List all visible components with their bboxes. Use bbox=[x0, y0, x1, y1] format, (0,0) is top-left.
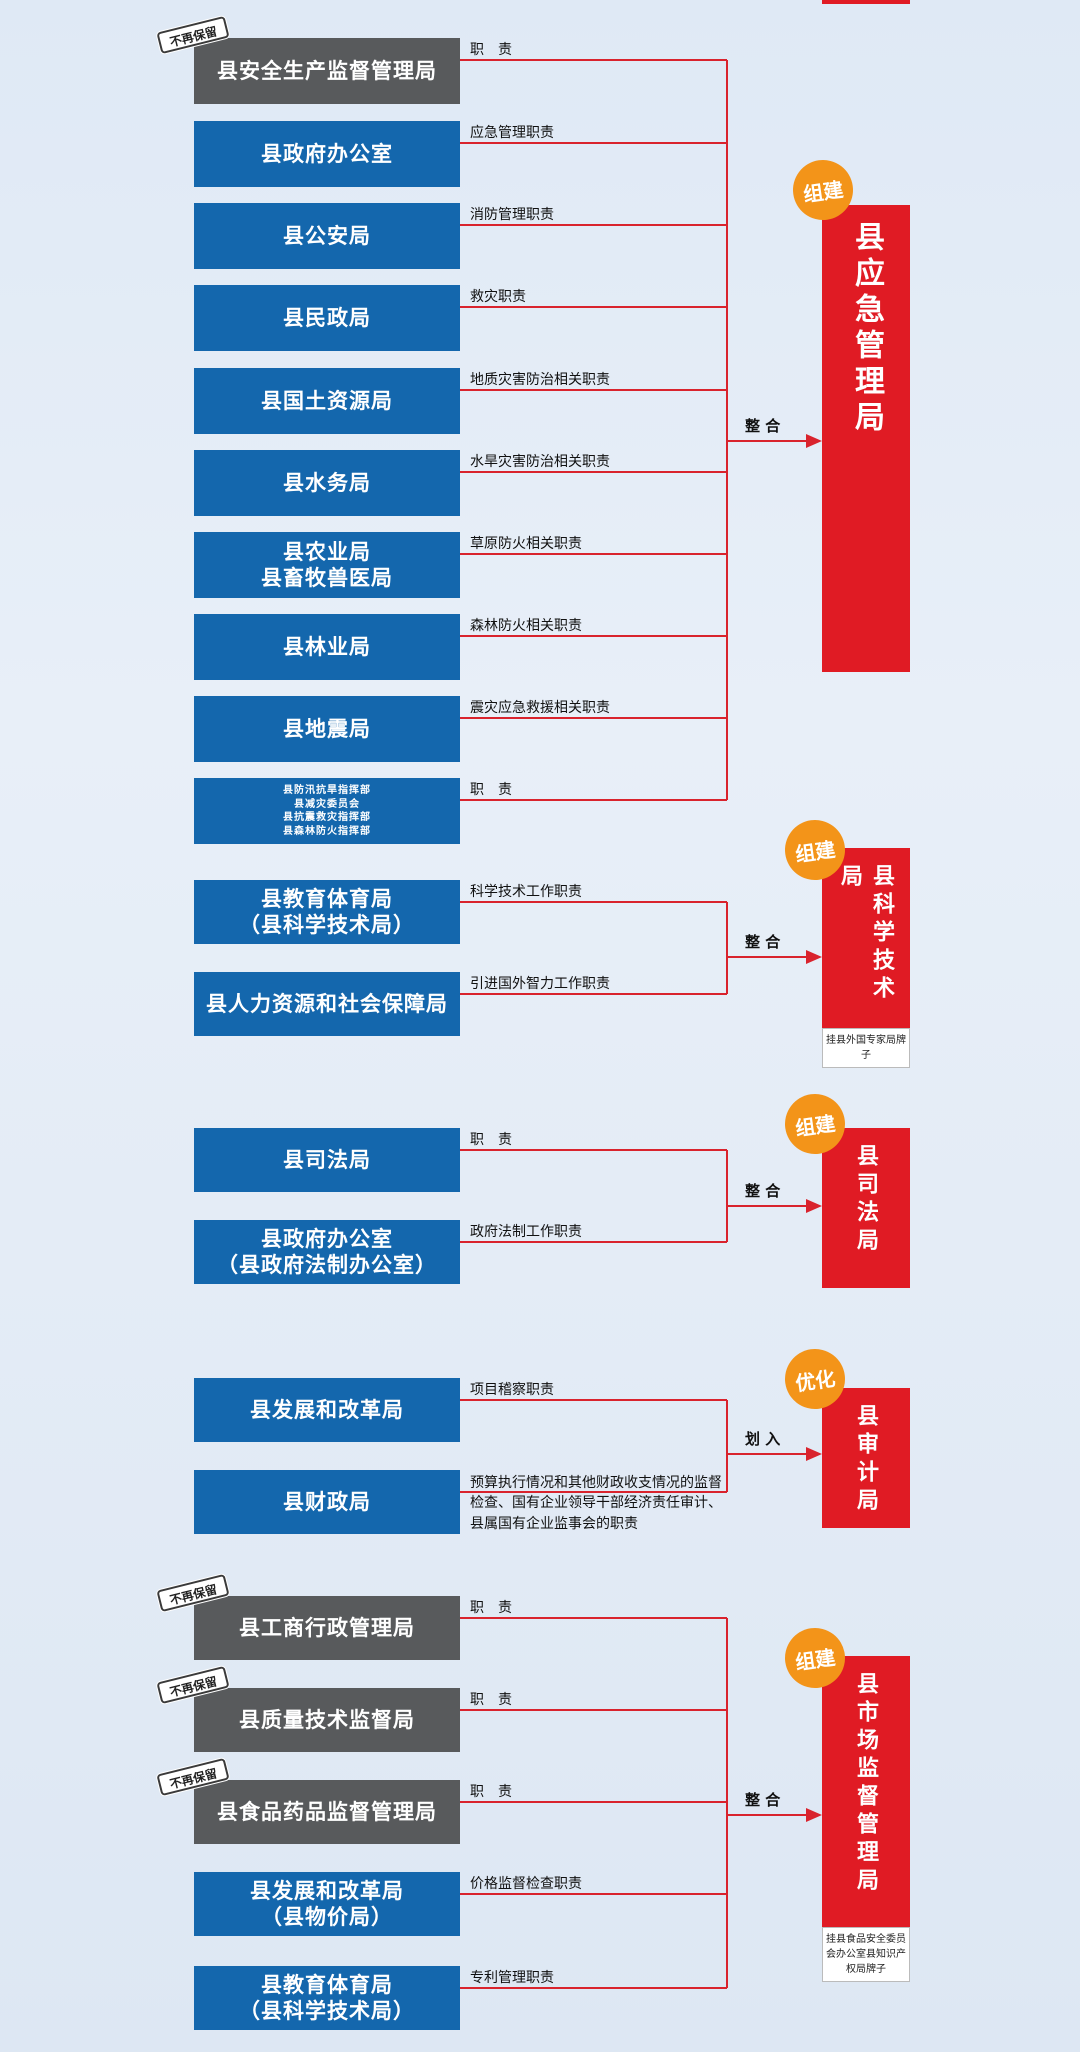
source-agency-box: 县地震局 bbox=[194, 696, 460, 762]
source-agency-box: 县国土资源局 bbox=[194, 368, 460, 434]
agency-name-line: 县减灾委员会 bbox=[294, 798, 360, 810]
agency-name-line: 县防汛抗旱指挥部 bbox=[283, 785, 371, 796]
target-agency-name: 县应急管理局 bbox=[849, 221, 884, 437]
agency-name-line: 县政府办公室 bbox=[261, 140, 393, 166]
duty-label: 职 责 bbox=[470, 1784, 512, 1800]
duty-label: 政府法制工作职责 bbox=[470, 1224, 582, 1240]
agency-name-line: 县农业局 bbox=[283, 538, 371, 564]
agency-name-line: 县人力资源和社会保障局 bbox=[206, 990, 448, 1016]
agency-name-line: 县工商行政管理局 bbox=[239, 1614, 415, 1640]
agency-name-line: 县森林防火指挥部 bbox=[283, 825, 371, 837]
target-agency-name: 县审计局 bbox=[853, 1404, 879, 1516]
target-agency-box: 县应急管理局 bbox=[822, 205, 910, 672]
target-agency-note: 挂县外国专家局牌子 bbox=[822, 1028, 910, 1068]
source-agency-box: 县林业局 bbox=[194, 614, 460, 680]
duty-label: 职 责 bbox=[470, 1600, 512, 1616]
top-red-strip bbox=[822, 0, 910, 4]
agency-name-line: （县物价局） bbox=[261, 1904, 393, 1929]
duty-label: 森林防火相关职责 bbox=[470, 618, 582, 634]
source-agency-box: 县政府办公室（县政府法制办公室） bbox=[194, 1220, 460, 1284]
duty-label: 职 责 bbox=[470, 782, 512, 798]
target-agency-box: 县科学技术局挂县外国专家局牌子 bbox=[822, 848, 910, 1068]
duty-label: 引进国外智力工作职责 bbox=[470, 976, 610, 992]
agency-name-line: 县民政局 bbox=[283, 304, 371, 330]
duty-label: 预算执行情况和其他财政收支情况的监督检查、国有企业领导干部经济责任审计、县属国有… bbox=[470, 1475, 722, 1532]
action-arrowhead bbox=[806, 1447, 822, 1461]
source-agency-box: 县政府办公室 bbox=[194, 121, 460, 187]
duty-label: 价格监督检查职责 bbox=[470, 1876, 582, 1892]
action-label: 整 合 bbox=[745, 1791, 781, 1809]
source-agency-box: 县教育体育局（县科学技术局） bbox=[194, 880, 460, 944]
agency-name-line: 县质量技术监督局 bbox=[239, 1706, 415, 1732]
duty-label: 职 责 bbox=[470, 42, 512, 58]
source-agency-box: 县教育体育局（县科学技术局） bbox=[194, 1966, 460, 2030]
target-agency-note: 挂县食品安全委员会办公室县知识产权局牌子 bbox=[822, 1927, 910, 1982]
agency-name-line: 县水务局 bbox=[283, 469, 371, 495]
action-label: 整 合 bbox=[745, 417, 781, 435]
duty-label: 科学技术工作职责 bbox=[470, 884, 582, 900]
source-agency-box: 县公安局 bbox=[194, 203, 460, 269]
source-agency-box: 县财政局 bbox=[194, 1470, 460, 1534]
action-label: 划 入 bbox=[745, 1430, 781, 1448]
source-agency-box: 县安全生产监督管理局 bbox=[194, 38, 460, 104]
target-agency-name: 县市场监督管理局 bbox=[853, 1672, 879, 1896]
target-agency-name: 县科学技术局 bbox=[837, 864, 895, 1004]
duty-label: 水旱灾害防治相关职责 bbox=[470, 454, 610, 470]
target-agency-name: 县司法局 bbox=[853, 1144, 879, 1256]
duty-label: 职 责 bbox=[470, 1692, 512, 1708]
source-agency-box: 县发展和改革局 bbox=[194, 1378, 460, 1442]
target-agency-box: 县审计局 bbox=[822, 1388, 910, 1528]
action-arrowhead bbox=[806, 434, 822, 448]
duty-label: 救灾职责 bbox=[470, 289, 526, 305]
source-agency-box: 县民政局 bbox=[194, 285, 460, 351]
target-agency-box: 县市场监督管理局挂县食品安全委员会办公室县知识产权局牌子 bbox=[822, 1656, 910, 1982]
agency-name-line: 县公安局 bbox=[283, 222, 371, 248]
duty-label: 专利管理职责 bbox=[470, 1970, 554, 1986]
agency-name-line: 县发展和改革局 bbox=[250, 1877, 404, 1903]
agency-name-line: 县食品药品监督管理局 bbox=[217, 1798, 437, 1824]
duty-label: 地质灾害防治相关职责 bbox=[470, 372, 610, 388]
agency-name-line: 县司法局 bbox=[283, 1146, 371, 1172]
source-agency-box: 县农业局县畜牧兽医局 bbox=[194, 532, 460, 598]
agency-name-line: 县地震局 bbox=[283, 715, 371, 741]
agency-name-line: 县政府办公室 bbox=[261, 1225, 393, 1251]
source-agency-box: 县防汛抗旱指挥部县减灾委员会县抗震救灾指挥部县森林防火指挥部 bbox=[194, 778, 460, 844]
source-agency-box: 县水务局 bbox=[194, 450, 460, 516]
agency-name-line: 县安全生产监督管理局 bbox=[217, 57, 437, 83]
source-agency-box: 县质量技术监督局 bbox=[194, 1688, 460, 1752]
action-label: 整 合 bbox=[745, 1182, 781, 1200]
source-agency-box: 县司法局 bbox=[194, 1128, 460, 1192]
action-label: 整 合 bbox=[745, 933, 781, 951]
duty-label: 消防管理职责 bbox=[470, 207, 554, 223]
agency-name-line: 县抗震救灾指挥部 bbox=[283, 812, 371, 823]
source-agency-box: 县发展和改革局（县物价局） bbox=[194, 1872, 460, 1936]
action-arrowhead bbox=[806, 950, 822, 964]
agency-name-line: 县财政局 bbox=[283, 1488, 371, 1514]
agency-name-line: 县国土资源局 bbox=[261, 387, 393, 413]
agency-name-line: 县教育体育局 bbox=[261, 1971, 393, 1997]
agency-name-line: 县发展和改革局 bbox=[250, 1396, 404, 1422]
duty-label: 震灾应急救援相关职责 bbox=[470, 700, 610, 716]
agency-name-line: 县畜牧兽医局 bbox=[261, 565, 393, 590]
agency-name-line: 县林业局 bbox=[283, 633, 371, 659]
duty-label: 应急管理职责 bbox=[470, 125, 554, 141]
duty-label: 草原防火相关职责 bbox=[470, 536, 582, 552]
duty-label: 职 责 bbox=[470, 1132, 512, 1148]
action-arrowhead bbox=[806, 1199, 822, 1213]
duty-label: 项目稽察职责 bbox=[470, 1382, 554, 1398]
source-agency-box: 县工商行政管理局 bbox=[194, 1596, 460, 1660]
source-agency-box: 县食品药品监督管理局 bbox=[194, 1780, 460, 1844]
agency-name-line: （县政府法制办公室） bbox=[217, 1252, 437, 1277]
agency-name-line: （县科学技术局） bbox=[239, 1998, 415, 2023]
source-agency-box: 县人力资源和社会保障局 bbox=[194, 972, 460, 1036]
action-arrowhead bbox=[806, 1808, 822, 1822]
target-agency-box: 县司法局 bbox=[822, 1128, 910, 1288]
agency-name-line: 县教育体育局 bbox=[261, 885, 393, 911]
agency-name-line: （县科学技术局） bbox=[239, 912, 415, 937]
